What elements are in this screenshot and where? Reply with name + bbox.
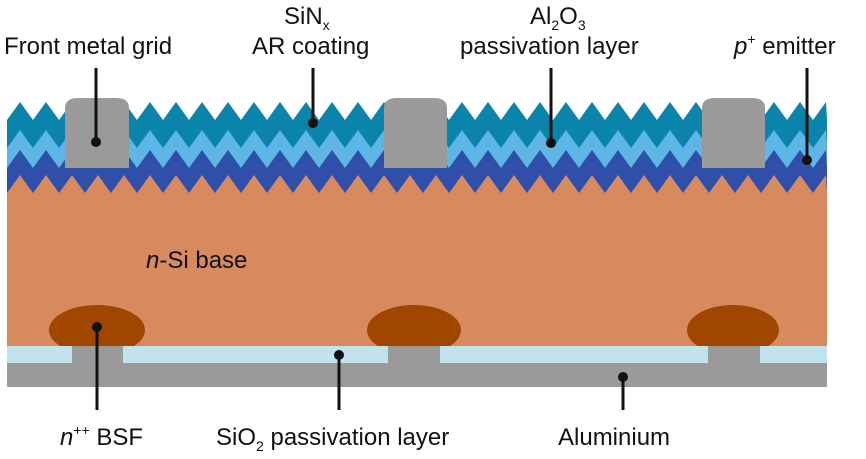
label-sinx-sub: x [323,17,330,33]
rear-contact-opening-2 [388,346,440,364]
label-ar-coating: AR coating [252,33,369,60]
dot-al2o3 [546,138,556,148]
label-p-emitter: p+ emitter [733,31,836,60]
aluminium-rear-contact [7,363,827,387]
front-metal-finger-3 [702,98,765,168]
dot-bsf [92,322,102,332]
front-metal-finger-2 [384,98,447,168]
label-al2o3-sub1: 2 [551,17,559,33]
label-p-emitter-text: emitter [756,33,836,60]
label-aluminium: Aluminium [558,424,670,451]
label-sio2-text: passivation layer [264,424,449,451]
label-p-emitter-sup: + [747,31,755,47]
label-n-si-base-text: -Si base [159,247,247,274]
dot-front-metal-grid [91,137,101,147]
label-p-emitter-p: p [733,33,747,60]
dot-sinx [308,118,318,128]
dot-sio2 [334,350,344,360]
bsf-region-2 [367,305,461,355]
label-bsf-n: n [60,424,73,451]
label-al2o3: Al2O3 [530,3,586,33]
label-al2o3-sub2: 3 [578,17,586,33]
label-sinx-main: SiN [284,3,323,30]
label-bsf-sup: ++ [73,422,89,438]
label-sio2-sub: 2 [256,438,264,454]
label-sinx: SiNx [284,3,330,33]
bsf-region-3 [687,305,779,355]
leader-lines [91,68,812,410]
label-al2o3-a: Al [530,3,551,30]
label-al2o3-b: O [559,3,578,30]
label-n-si-base-n: n [146,247,159,274]
label-front-metal-grid: Front metal grid [4,33,172,60]
label-bsf: n++ BSF [60,422,143,451]
dot-p-emitter [802,155,812,165]
label-bsf-text: BSF [90,424,143,451]
label-sio2-a: SiO [216,424,256,451]
rear-contact-opening-3 [708,346,760,364]
label-passivation-layer-top: passivation layer [460,33,639,60]
label-sio2: SiO2 passivation layer [216,424,449,454]
p-emitter-layer [7,148,827,193]
dot-aluminium [618,372,628,382]
label-n-si-base: n-Si base [146,247,247,274]
